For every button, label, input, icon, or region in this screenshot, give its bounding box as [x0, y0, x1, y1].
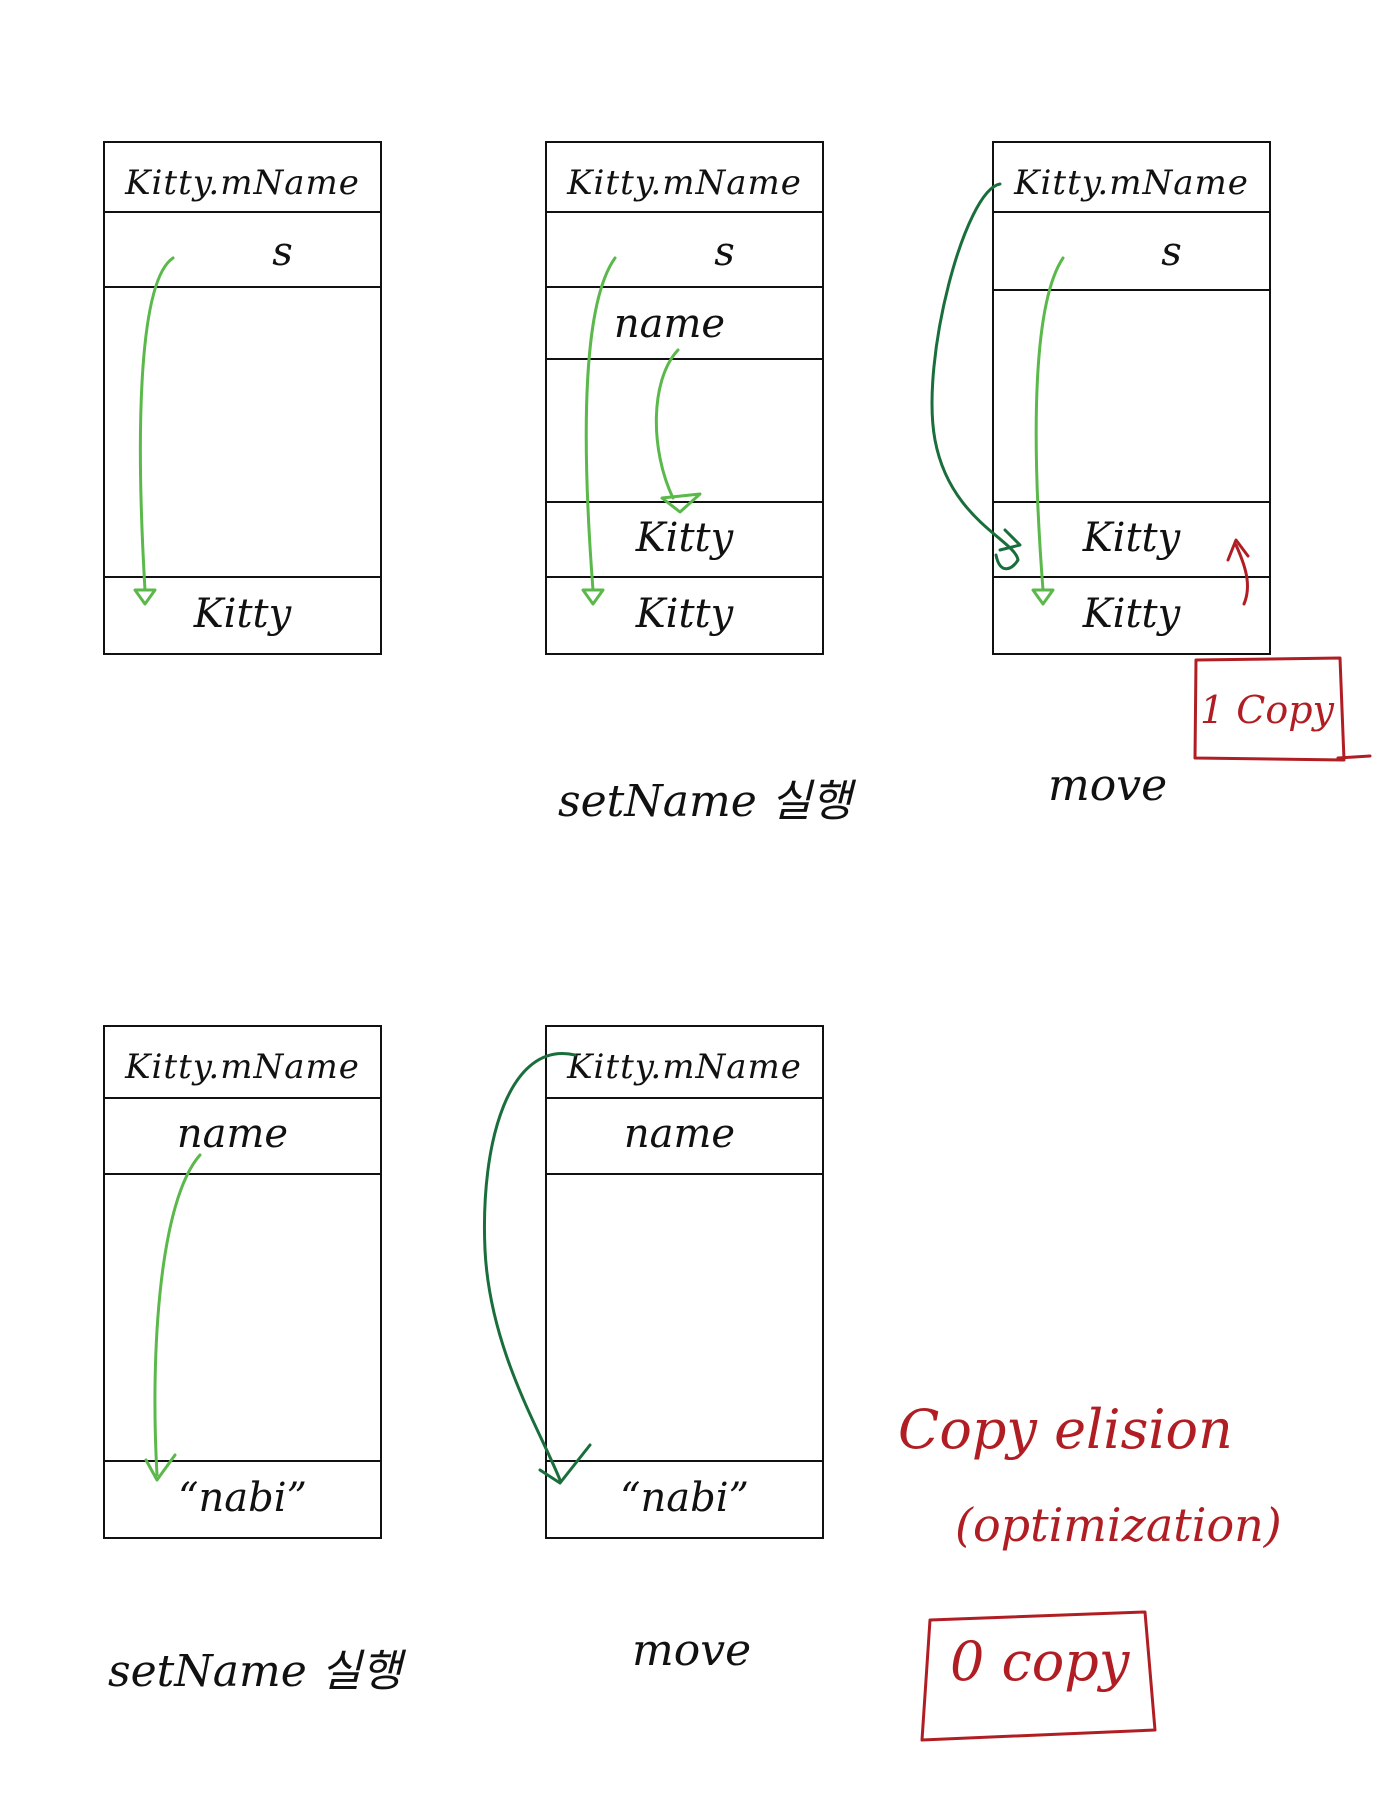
box-tail [1336, 754, 1372, 760]
header-label: Kitty.mName [567, 163, 802, 203]
zero-copy-note: 0 copy [950, 1630, 1130, 1693]
row-divider [994, 576, 1269, 578]
copy-elision-note: Copy elision [898, 1398, 1233, 1461]
row-divider [547, 358, 822, 360]
one-copy-note: 1 Copy [1200, 688, 1335, 732]
kitty-mid-label: Kitty [1082, 515, 1181, 561]
var-name-label: name [613, 301, 726, 347]
value-label: “nabi” [178, 1475, 307, 1521]
row-divider [105, 1173, 380, 1175]
row-divider [547, 576, 822, 578]
caption-diagram-2: setName 실행 [558, 776, 852, 827]
row-divider [994, 289, 1269, 291]
row-divider [547, 1097, 822, 1099]
header-label: Kitty.mName [125, 163, 360, 203]
kitty-label: Kitty [635, 591, 734, 637]
stack-diagram-2: Kitty.mName s name Kitty Kitty [545, 141, 824, 655]
stack-diagram-1: Kitty.mName s Kitty [103, 141, 382, 655]
row-divider [105, 211, 380, 213]
var-s-label: s [714, 229, 735, 275]
row-divider [547, 286, 822, 288]
row-divider [105, 576, 380, 578]
row-divider [547, 501, 822, 503]
var-name-label: name [623, 1111, 736, 1157]
caption-diagram-5: move [632, 1625, 752, 1676]
row-divider [105, 286, 380, 288]
var-s-label: s [272, 229, 293, 275]
kitty-label: Kitty [193, 591, 292, 637]
stack-diagram-3: Kitty.mName s Kitty Kitty [992, 141, 1271, 655]
header-label: Kitty.mName [1014, 163, 1249, 203]
row-divider [994, 501, 1269, 503]
caption-diagram-4: setName 실행 [108, 1646, 402, 1697]
value-label: “nabi” [620, 1475, 749, 1521]
var-s-label: s [1161, 229, 1182, 275]
header-label: Kitty.mName [125, 1047, 360, 1087]
row-divider [547, 1460, 822, 1462]
kitty-label: Kitty [1082, 591, 1181, 637]
stack-diagram-5: Kitty.mName name “nabi” [545, 1025, 824, 1539]
var-name-label: name [176, 1111, 289, 1157]
kitty-mid-label: Kitty [635, 515, 734, 561]
optimization-note: (optimization) [955, 1498, 1282, 1552]
caption-diagram-3: move [1048, 760, 1168, 811]
row-divider [105, 1097, 380, 1099]
row-divider [994, 211, 1269, 213]
header-label: Kitty.mName [567, 1047, 802, 1087]
row-divider [105, 1460, 380, 1462]
stack-diagram-4: Kitty.mName name “nabi” [103, 1025, 382, 1539]
row-divider [547, 1173, 822, 1175]
row-divider [547, 211, 822, 213]
